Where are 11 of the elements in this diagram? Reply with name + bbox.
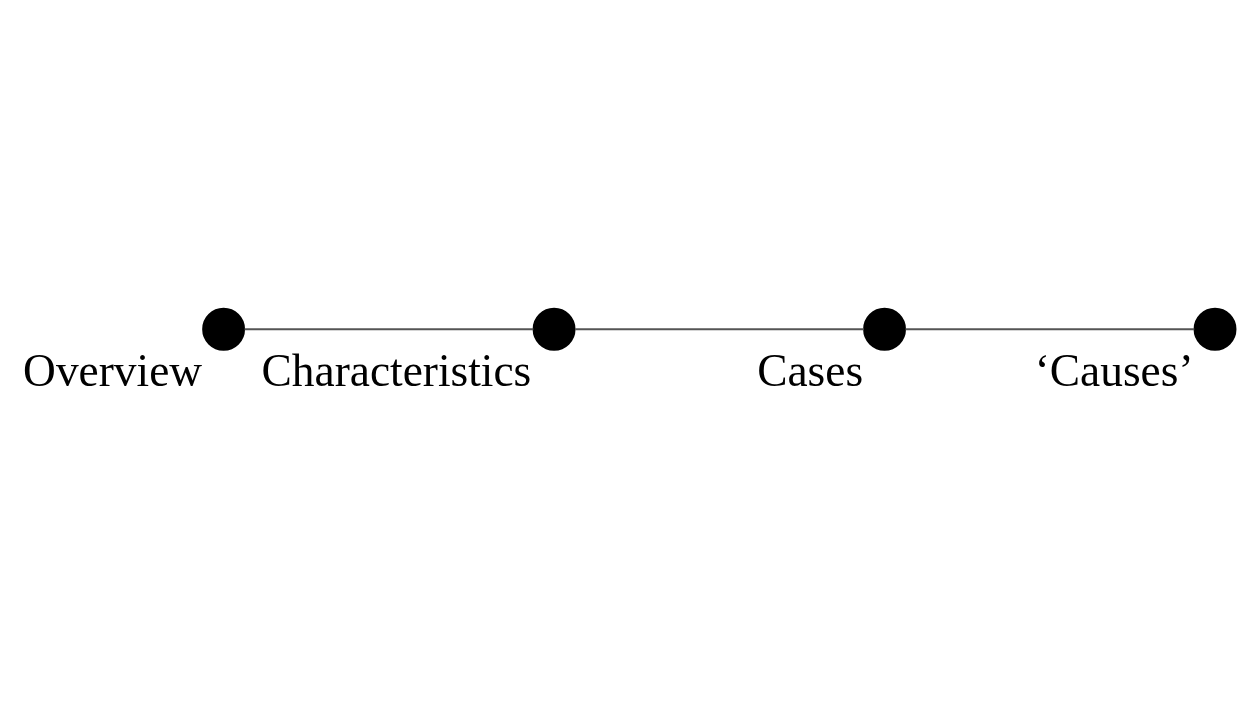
node-circle (1193, 307, 1237, 351)
connector (244, 327, 534, 330)
node-label: Overview (23, 345, 203, 396)
node-label: Characteristics (261, 345, 532, 396)
node-circle (202, 307, 246, 351)
node-circle (863, 307, 906, 351)
connector (575, 327, 864, 330)
node-label: Cases (757, 345, 864, 396)
node-circle (532, 307, 576, 351)
connector (905, 327, 1195, 330)
node-label: ‘Causes’ (1034, 345, 1194, 396)
